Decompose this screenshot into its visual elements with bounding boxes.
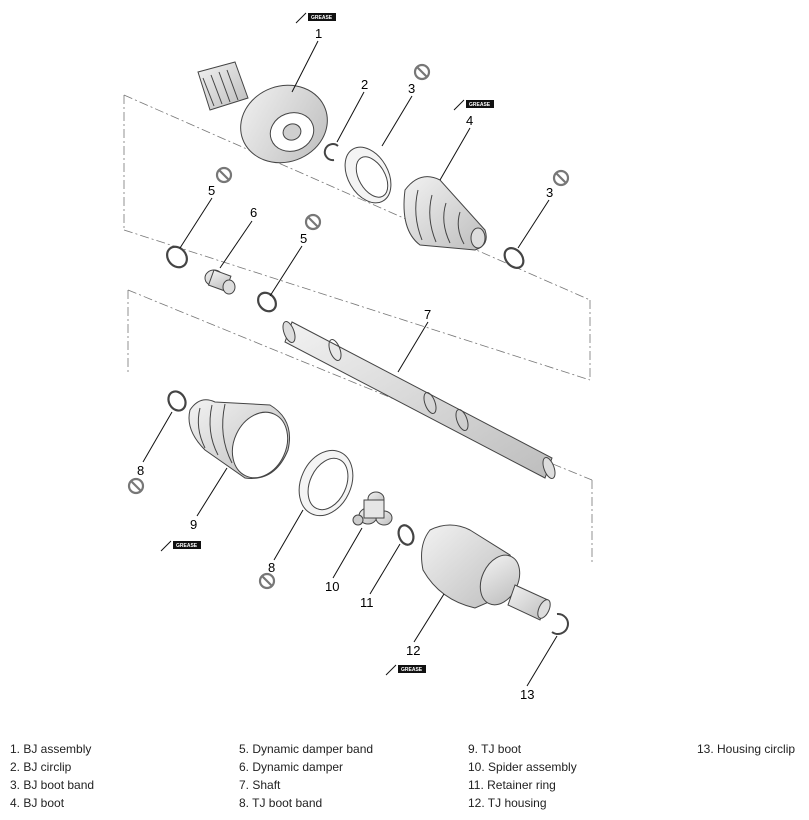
grease-label: GREASE <box>469 102 491 108</box>
no-reuse-icon <box>215 166 233 184</box>
callout-5b: 5 <box>300 231 307 246</box>
no-reuse-icon <box>127 477 145 495</box>
legend-item: 4. BJ boot <box>10 796 65 810</box>
bj-circlip-part <box>323 143 339 162</box>
leader-lines <box>142 40 558 687</box>
callout-10: 10 <box>325 579 339 594</box>
grease-icon: GREASE <box>385 664 426 676</box>
callout-8b: 8 <box>268 560 275 575</box>
tj-boot-band-part <box>167 390 187 412</box>
grease-label: GREASE <box>401 667 423 673</box>
legend-column-3: 9. TJ boot 10. Spider assembly 11. Retai… <box>468 740 577 812</box>
shaft-part <box>282 321 556 479</box>
legend-item: 1. BJ assembly <box>10 742 92 756</box>
boot-band-part-right <box>503 247 525 269</box>
grease-label: GREASE <box>311 15 333 21</box>
tj-boot-band-ring-part <box>298 449 354 517</box>
legend-item: 3. BJ boot band <box>10 778 95 792</box>
legend-item: 11. Retainer ring <box>468 778 556 792</box>
dash-dot-enclosure-upper <box>123 94 591 381</box>
legend-column-4: 13. Housing circlip <box>697 740 795 758</box>
callout-9: 9 <box>190 517 197 532</box>
callout-3: 3 <box>408 81 415 96</box>
no-reuse-icon <box>258 572 276 590</box>
callout-7: 7 <box>424 307 431 322</box>
bj-assembly-part <box>197 61 328 164</box>
exploded-driveshaft-diagram: GREASE GREASE GREASE GREASE 1 2 3 4 5 6 … <box>123 12 593 702</box>
dash-dot-enclosure-lower <box>127 289 593 562</box>
legend-item: 8. TJ boot band <box>239 796 323 810</box>
dynamic-damper-band-part <box>166 245 188 269</box>
callout-11: 11 <box>360 595 374 610</box>
legend-item: 13. Housing circlip <box>697 742 796 756</box>
legend-item: 7. Shaft <box>239 778 281 792</box>
grease-icon: GREASE <box>295 12 336 24</box>
grease-icon: GREASE <box>453 99 494 111</box>
callout-13: 13 <box>520 687 534 702</box>
callout-4: 4 <box>466 113 473 128</box>
legend-column-2: 5. Dynamic damper band 6. Dynamic damper… <box>239 740 373 812</box>
callout-3b: 3 <box>546 185 553 200</box>
retainer-ring-part <box>397 524 415 546</box>
grease-label: GREASE <box>176 543 198 549</box>
callout-12: 12 <box>406 643 420 658</box>
legend-item: 9. TJ boot <box>468 742 522 756</box>
legend-item: 10. Spider assembly <box>468 760 577 774</box>
no-reuse-icon <box>552 169 570 187</box>
grease-icon: GREASE <box>160 540 201 552</box>
housing-circlip-part <box>551 612 569 635</box>
bj-boot-part <box>403 176 487 251</box>
dynamic-damper-part <box>204 269 236 295</box>
legend-item: 6. Dynamic damper <box>239 760 344 774</box>
callout-8: 8 <box>137 463 144 478</box>
no-reuse-icon <box>304 213 322 231</box>
callout-5: 5 <box>208 183 215 198</box>
callout-6: 6 <box>250 205 257 220</box>
dynamic-damper-band-part-2 <box>257 291 277 313</box>
callout-2: 2 <box>361 77 368 92</box>
legend-item: 12. TJ housing <box>468 796 547 810</box>
legend-item: 2. BJ circlip <box>10 760 72 774</box>
parts-legend: 1. BJ assembly 2. BJ circlip 3. BJ boot … <box>0 740 809 820</box>
callout-1: 1 <box>315 26 322 41</box>
tj-housing-part <box>421 524 551 621</box>
bj-boot-band-part <box>344 146 392 204</box>
tj-boot-part <box>188 399 290 479</box>
legend-item: 5. Dynamic damper band <box>239 742 374 756</box>
spider-assembly-part <box>352 491 393 526</box>
no-reuse-icon <box>413 63 431 81</box>
legend-column-1: 1. BJ assembly 2. BJ circlip 3. BJ boot … <box>10 740 94 812</box>
